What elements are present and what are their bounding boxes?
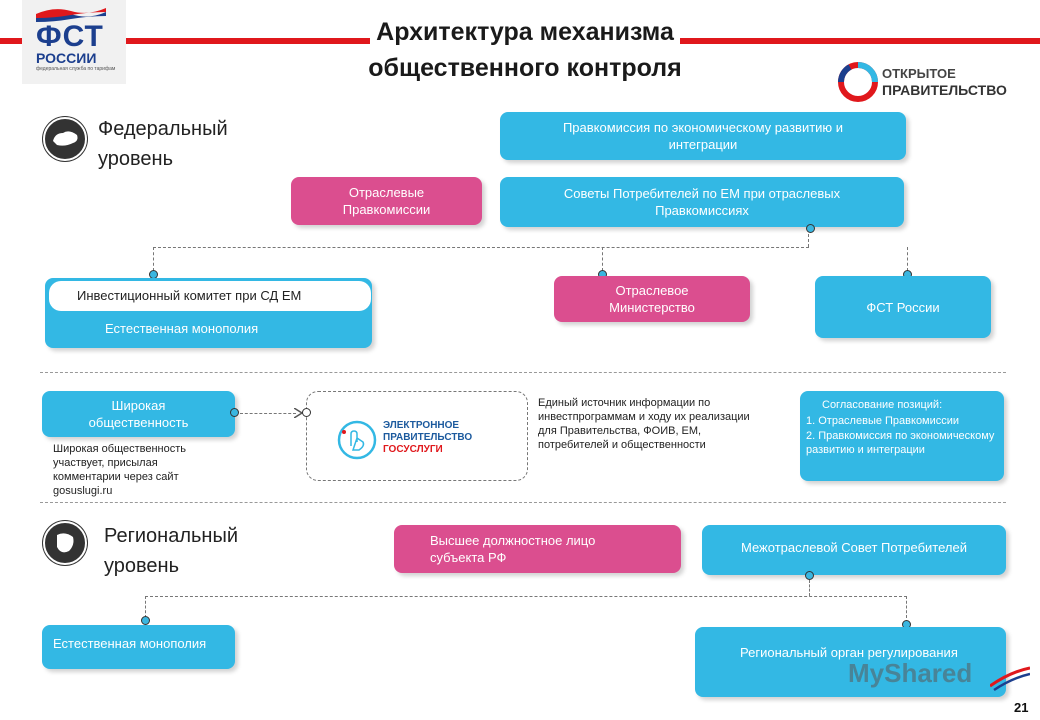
regional-connector-left: [145, 596, 146, 618]
federal-connector-right: [907, 247, 908, 271]
regional-connector: [145, 596, 907, 597]
open-gov-line-2: ПРАВИТЕЛЬСТВО: [882, 82, 1007, 98]
info-source-text: Единый источник информации по инвестпрог…: [538, 397, 750, 451]
divider-top: [40, 372, 1006, 373]
monopoly-regional-text: Естественная монополия: [53, 635, 207, 651]
monopoly-regional-box: Естественная монополия: [42, 625, 235, 669]
page-number: 21: [1014, 700, 1029, 715]
sector-pravkom-box: Отраслевые Правкомиссии: [291, 177, 482, 225]
connector-dot: [805, 571, 814, 580]
open-gov-line-1: ОТКРЫТОЕ: [882, 66, 956, 81]
consumer-council-text: Межотраслевой Совет Потребителей: [741, 539, 967, 555]
connector-dot: [230, 408, 239, 417]
federal-label-line-1: Федеральный: [98, 118, 228, 140]
fst-russia-text: ФСТ России: [866, 299, 940, 315]
federal-level-label: Федеральный уровень: [98, 114, 228, 174]
sector-pravkom-text: Отраслевые Правкомиссии: [342, 185, 431, 217]
regional-connector-up: [809, 580, 810, 596]
watermark: MyShared: [848, 658, 973, 688]
agreement-item-1: 1. Отраслевые Правкомиссии: [806, 415, 960, 427]
ministry-box: Отраслевое Министерство: [554, 276, 750, 322]
egov-line-1: ЭЛЕКТРОННОЕ: [383, 420, 460, 431]
divider-bottom: [40, 502, 1006, 503]
public-text: Широкая общественность: [88, 398, 189, 430]
fst-russia-box: ФСТ России: [815, 276, 991, 338]
agreement-item-2: 2. Правкомиссия по экономическому развит…: [806, 430, 995, 456]
open-government-label: ОТКРЫТОЕ ПРАВИТЕЛЬСТВО: [882, 66, 1007, 98]
swoosh-icon: [990, 666, 1030, 692]
regional-level-label: Региональный уровень: [104, 521, 238, 581]
logo-main: ФСТ: [36, 20, 104, 53]
logo-tiny: федеральная служба по тарифам: [36, 66, 116, 72]
public-connector: [240, 413, 296, 414]
monopoly-federal-box: Инвестиционный комитет при СД ЕМ Естеств…: [45, 278, 372, 348]
public-box: Широкая общественность: [42, 391, 235, 437]
open-government-icon: [838, 62, 878, 102]
agreement-title: Согласование позиций:: [822, 399, 943, 411]
official-box: Высшее должностное лицо субъекта РФ: [394, 525, 681, 573]
page-title: Архитектура механизма общественного конт…: [300, 14, 750, 86]
consumer-councils-text: Советы Потребителей по ЕМ при отраслевых…: [563, 186, 841, 218]
russia-map-icon: [43, 117, 87, 161]
federal-connector-left: [153, 247, 154, 271]
fst-logo: ФСТ РОССИИ федеральная служба по тарифам: [22, 0, 126, 84]
federal-connector-up: [808, 229, 809, 247]
egov-line-3: ГОСУСЛУГИ: [383, 444, 443, 455]
title-line-1: Архитектура механизма: [370, 14, 680, 50]
connector-dot: [302, 408, 311, 417]
public-note: Широкая общественность участвует, присыл…: [53, 443, 187, 497]
egov-label: ЭЛЕКТРОННОЕ ПРАВИТЕЛЬСТВО ГОСУСЛУГИ: [383, 420, 472, 456]
pravkom-econ-text: Правкомиссия по экономическому развитию …: [562, 120, 844, 152]
federal-connector-mid: [602, 247, 603, 271]
consumer-council-box: Межотраслевой Совет Потребителей: [702, 525, 1006, 575]
connector-dot: [141, 616, 150, 625]
official-text: Высшее должностное лицо субъекта РФ: [430, 533, 596, 565]
egov-box: ЭЛЕКТРОННОЕ ПРАВИТЕЛЬСТВО ГОСУСЛУГИ: [306, 391, 528, 481]
regulator-text: Региональный орган регулирования: [740, 645, 958, 660]
title-line-2: общественного контроля: [362, 50, 688, 86]
connector-dot: [806, 224, 815, 233]
federal-label-line-2: уровень: [98, 148, 174, 170]
logo-sub: РОССИИ: [36, 50, 97, 66]
region-map-icon: [43, 521, 87, 565]
monopoly-federal-text: Естественная монополия: [105, 321, 259, 336]
regulator-box: Региональный орган регулирования: [695, 627, 1006, 697]
invest-committee-label: Инвестиционный комитет при СД ЕМ: [49, 281, 371, 311]
pravkom-econ-box: Правкомиссия по экономическому развитию …: [500, 112, 906, 160]
federal-connector: [153, 247, 809, 248]
egov-line-2: ПРАВИТЕЛЬСТВО: [383, 432, 473, 443]
regional-label-line-1: Региональный: [104, 525, 239, 547]
ministry-text: Отраслевое Министерство: [609, 283, 695, 315]
consumer-councils-box: Советы Потребителей по ЕМ при отраслевых…: [500, 177, 904, 227]
agreement-box: Согласование позиций: 1. Отраслевые Прав…: [800, 391, 1004, 481]
flag-icon: [36, 8, 106, 22]
regional-connector-right: [906, 596, 907, 618]
regional-label-line-2: уровень: [104, 555, 180, 577]
hand-tap-icon: [337, 420, 377, 460]
